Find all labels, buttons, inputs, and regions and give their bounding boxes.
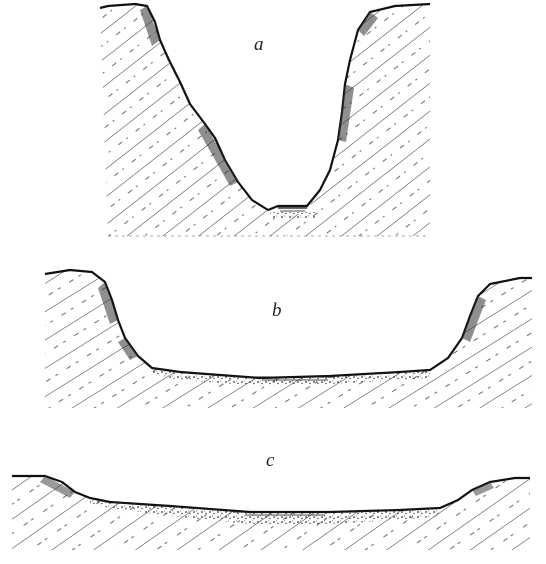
panel-b-rock (45, 270, 532, 408)
panel-a-rock-left (100, 4, 278, 236)
panel-c-profile (12, 476, 530, 550)
panel-a-label: a (254, 34, 264, 55)
panel-c-label: c (266, 450, 275, 471)
panel-b-profile (45, 270, 532, 408)
panel-a-streambed-gravel (270, 212, 315, 218)
panel-b-slope-shading (98, 282, 486, 360)
panel-a-rock-right (307, 4, 430, 236)
panel-c-slope-shading (40, 476, 494, 498)
panel-b-label: b (272, 300, 282, 321)
panel-a-profile (100, 4, 430, 236)
